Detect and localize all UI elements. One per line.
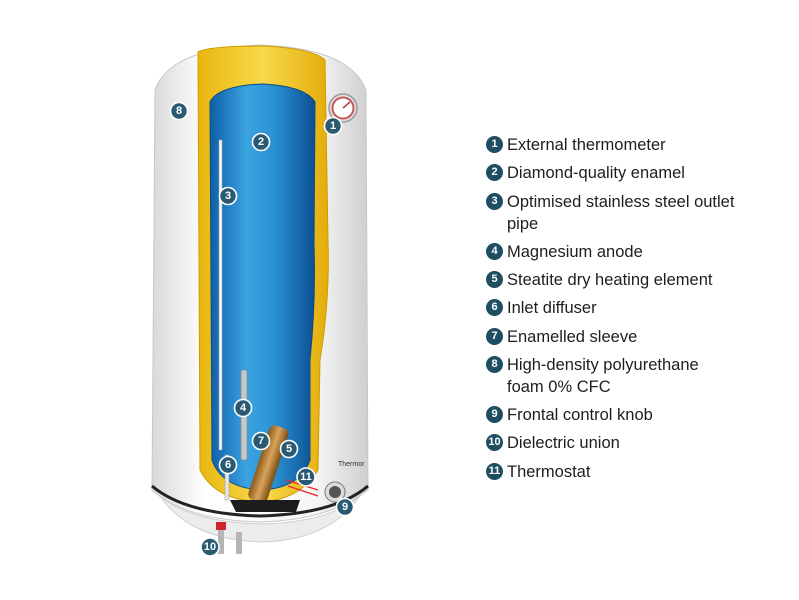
legend-number: 3	[486, 193, 503, 210]
legend-item: 1 External thermometer	[486, 134, 786, 156]
legend-label: Inlet diffuser	[507, 299, 597, 317]
callout-11: 11	[296, 467, 316, 487]
legend-label: External thermometer	[507, 136, 666, 154]
outlet-pipe	[218, 139, 223, 451]
legend-number: 11	[486, 463, 503, 480]
legend-item: 6 Inlet diffuser	[486, 297, 786, 319]
legend-number: 10	[486, 434, 503, 451]
legend-number: 1	[486, 136, 503, 153]
svg-text:6: 6	[225, 459, 231, 471]
legend-number: 4	[486, 243, 503, 260]
legend-item: 11 Thermostat	[486, 461, 786, 483]
legend-label: Steatite dry heating element	[507, 271, 713, 289]
legend-number: 6	[486, 299, 503, 316]
legend-item: 5 Steatite dry heating element	[486, 269, 786, 291]
svg-text:1: 1	[330, 120, 336, 132]
legend-item: 7 Enamelled sleeve	[486, 326, 786, 348]
pipe-left	[218, 528, 224, 554]
svg-text:8: 8	[176, 105, 182, 117]
callout-3: 3	[218, 186, 238, 206]
control-knob	[324, 481, 346, 503]
legend-label: Dielectric union	[507, 434, 620, 452]
svg-text:3: 3	[225, 190, 231, 202]
legend-item: 10 Dielectric union	[486, 432, 786, 454]
callout-9: 9	[335, 497, 355, 517]
legend-label: Enamelled sleeve	[507, 328, 638, 346]
callout-10: 10	[200, 537, 220, 557]
legend-label: Thermostat	[507, 463, 591, 481]
svg-text:4: 4	[240, 402, 247, 414]
callout-8: 8	[169, 101, 189, 121]
callout-2: 2	[251, 132, 271, 152]
legend-number: 7	[486, 328, 503, 345]
thermometer-gauge	[328, 93, 358, 123]
legend-label: Optimised stainless steel outlet pipe	[507, 193, 735, 233]
legend-label: Magnesium anode	[507, 243, 643, 261]
water-heater-diagram: Thermor 1 2 3 4 5 6 7 8 9 10 11	[151, 44, 369, 557]
callout-6: 6	[218, 455, 238, 475]
legend-item: 3 Optimised stainless steel outlet pipe	[486, 191, 741, 235]
legend-label: Diamond-quality enamel	[507, 164, 685, 182]
pipe-right	[236, 532, 242, 554]
legend-item: 8 High-density polyurethane foam 0% CFC	[486, 354, 736, 398]
heating-element	[230, 425, 319, 512]
legend-number: 5	[486, 271, 503, 288]
callout-7: 7	[251, 431, 271, 451]
legend-number: 9	[486, 406, 503, 423]
callout-4: 4	[233, 398, 253, 418]
legend-item: 4 Magnesium anode	[486, 241, 786, 263]
svg-text:7: 7	[258, 435, 264, 447]
svg-text:9: 9	[342, 501, 348, 513]
svg-text:11: 11	[300, 471, 312, 483]
svg-text:2: 2	[258, 136, 264, 148]
legend-label: High-density polyurethane foam 0% CFC	[507, 356, 699, 396]
svg-text:10: 10	[204, 541, 216, 553]
legend-number: 8	[486, 356, 503, 373]
legend-item: 2 Diamond-quality enamel	[486, 162, 786, 184]
inlet-diffuser	[224, 454, 230, 501]
callout-5: 5	[279, 439, 299, 459]
legend-item: 9 Frontal control knob	[486, 404, 786, 426]
svg-text:5: 5	[286, 443, 292, 455]
dielectric-union-red	[216, 522, 226, 530]
legend-number: 2	[486, 164, 503, 181]
callout-1: 1	[323, 116, 343, 136]
legend-label: Frontal control knob	[507, 406, 653, 424]
brand-label: Thermor	[338, 461, 365, 468]
